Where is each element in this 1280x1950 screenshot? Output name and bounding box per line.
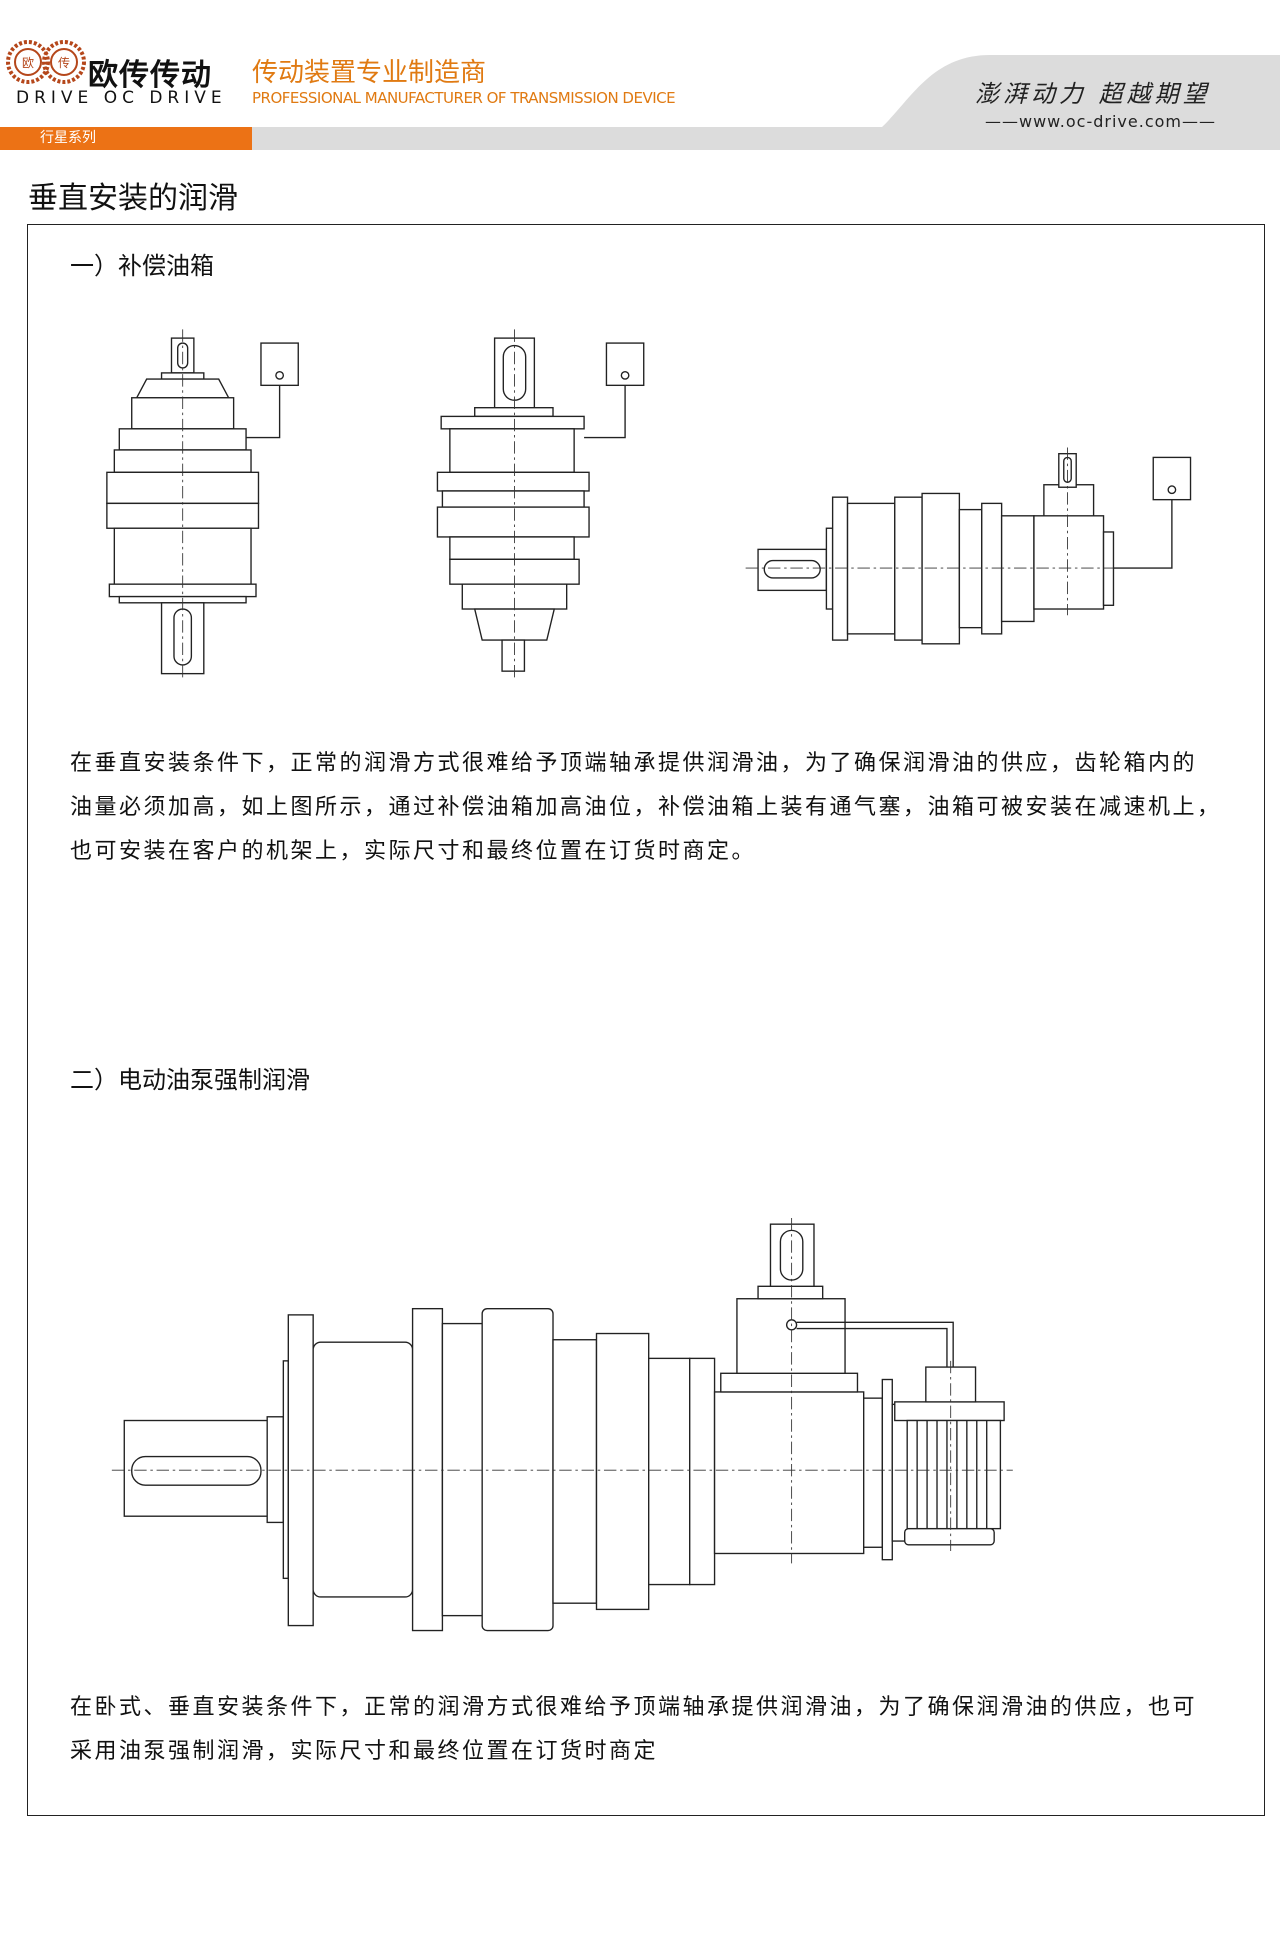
tagline-cn: 传动装置专业制造商	[252, 58, 487, 88]
section-heading-forced-lubrication: 二）电动油泵强制润滑	[70, 1066, 310, 1094]
section-1-paragraph: 在垂直安装条件下，正常的润滑方式很难给予顶端轴承提供润滑油，为了确保润滑油的供应…	[70, 742, 1250, 874]
brand-name-en: DRIVE OC DRIVE	[16, 88, 227, 108]
paragraph-line: 也可安装在客户的机架上，实际尺寸和最终位置在订货时商定。	[70, 839, 757, 864]
drawing-horizontal-reducer	[745, 447, 1192, 645]
paragraph-line: 在卧式、垂直安装条件下，正常的润滑方式很难给予顶端轴承提供润滑油，为了确保润滑油…	[70, 1695, 1198, 1720]
paragraph-line: 在垂直安装条件下，正常的润滑方式很难给予顶端轴承提供润滑油，为了确保润滑油的供应…	[70, 751, 1198, 776]
drawing-vertical-reducer-2	[436, 329, 645, 678]
tagline-en: PROFESSIONAL MANUFACTURER OF TRANSMISSIO…	[252, 89, 676, 107]
motor-fan-fins	[916, 1420, 988, 1529]
brand-name-cn: 欧传传动	[88, 58, 212, 93]
slogan: 澎湃动力 超越期望	[975, 80, 1211, 108]
section-2-paragraph: 在卧式、垂直安装条件下，正常的润滑方式很难给予顶端轴承提供润滑油，为了确保润滑油…	[70, 1686, 1250, 1774]
header-background	[830, 55, 1280, 150]
paragraph-line: 油量必须加高，如上图所示，通过补偿油箱加高油位，补偿油箱上装有通气塞，油箱可被安…	[70, 795, 1222, 820]
drawing-vertical-reducer-1	[106, 329, 299, 682]
logo-badge-left: 欧	[22, 56, 34, 70]
section-heading-compensation-tank: 一）补偿油箱	[70, 252, 214, 280]
header-gray-bar	[0, 127, 1280, 150]
drawing-reducer-with-oil-pump	[111, 1217, 1013, 1632]
logo-badge-right: 传	[58, 55, 70, 70]
paragraph-line: 采用油泵强制润滑，实际尺寸和最终位置在订货时商定	[70, 1739, 659, 1764]
series-label: 行星系列	[0, 127, 252, 150]
page-title: 垂直安装的润滑	[28, 181, 238, 216]
logo-gears-icon: 欧 传	[6, 40, 86, 84]
website-url[interactable]: ——www.oc-drive.com——	[985, 112, 1216, 131]
content-frame	[27, 224, 1265, 1816]
